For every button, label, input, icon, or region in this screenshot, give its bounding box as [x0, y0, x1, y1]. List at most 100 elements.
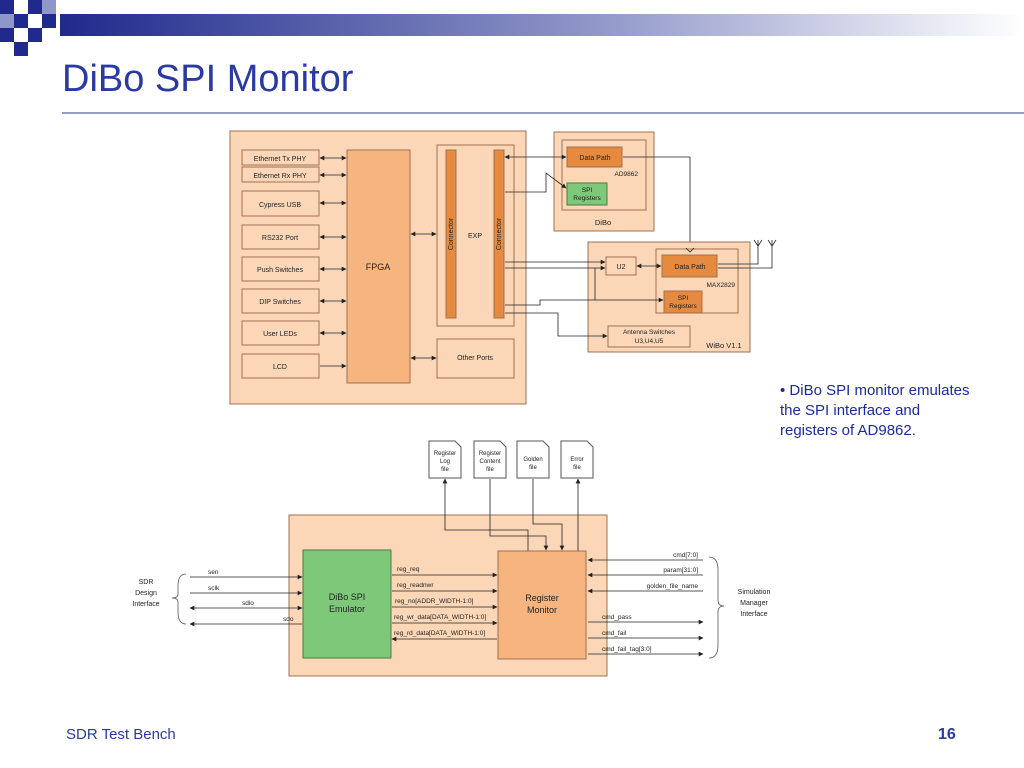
sim-bracket — [708, 556, 725, 659]
dibo-spi-registers — [566, 182, 608, 206]
file-label: Log — [440, 459, 450, 465]
fpga-block — [346, 149, 411, 384]
antenna-label: U3,U4,U5 — [635, 338, 664, 345]
port-box — [241, 149, 320, 166]
file-label: Register — [479, 451, 501, 457]
ad9862-label: AD9862 — [615, 171, 639, 178]
file-icon — [516, 440, 550, 479]
spi-signal-arrows — [189, 574, 303, 627]
wibo-spi-label: SPI — [678, 295, 689, 302]
u2-block — [605, 256, 637, 276]
signal-label: cmd_fail_tag[3:0] — [602, 646, 652, 653]
page-number: 16 — [938, 726, 956, 743]
port-box — [241, 190, 320, 217]
file-icons: Register Log file Register Content file … — [428, 440, 594, 479]
file-label: file — [573, 465, 581, 471]
exp-label: EXP — [468, 233, 482, 240]
monitor-label: Register — [525, 593, 559, 603]
signal-label: sclk — [208, 585, 220, 592]
sim-signal-arrows — [587, 557, 704, 657]
signal-label: reg_wr_data[DATA_WIDTH-1:0] — [394, 614, 486, 621]
sdr-interface-label: SDR — [139, 579, 154, 586]
port-box — [241, 353, 320, 379]
sdr-bracket — [171, 573, 187, 625]
port-box — [241, 224, 320, 250]
wibo-data-path — [661, 254, 718, 278]
connector-right — [493, 149, 505, 319]
header-band — [0, 0, 1024, 56]
file-icon — [473, 440, 507, 479]
signal-label: reg_readnwr — [397, 582, 434, 589]
signal-label: sdio — [242, 600, 254, 607]
port-label: RS232 Port — [262, 235, 298, 242]
signal-label: sdo — [283, 616, 294, 623]
antenna-label: Antenna Switches — [623, 329, 676, 336]
wibo-spi-registers — [663, 290, 703, 314]
port-box — [241, 320, 320, 346]
dibo-data-path — [566, 146, 623, 168]
dibo-spi-label: Registers — [573, 195, 601, 202]
dibo-spi-label: SPI — [582, 187, 593, 194]
file-label: file — [529, 465, 537, 471]
emulator-label: DiBo SPI — [329, 592, 366, 602]
antenna-switches-block — [607, 325, 691, 348]
footer-text: SDR Test Bench — [66, 726, 176, 743]
connector-left — [445, 149, 457, 319]
file-label: Register — [434, 451, 456, 457]
port-label: User LEDs — [263, 331, 297, 338]
file-links — [442, 478, 581, 551]
port-label: LCD — [273, 364, 287, 371]
sim-interface-label: Manager — [740, 600, 768, 607]
port-box — [241, 288, 320, 314]
internal-signal-arrows — [391, 572, 498, 642]
monitor-label: Monitor — [527, 605, 557, 615]
other-ports-block — [436, 338, 515, 379]
signal-label: golden_file_name — [647, 583, 699, 590]
sim-interface-label: Interface — [740, 611, 767, 618]
spi-emulator-block — [302, 549, 392, 659]
wibo-spi-label: Registers — [669, 303, 697, 310]
left-ports: Ethernet Tx PHY Ethernet Rx PHY Cypress … — [241, 149, 320, 379]
port-box — [241, 256, 320, 282]
port-label: Ethernet Rx PHY — [253, 173, 307, 180]
signal-label: sen — [208, 569, 219, 576]
port-box — [241, 166, 320, 183]
connector-label: Connector — [496, 217, 503, 250]
port-label: Push Switches — [257, 267, 303, 274]
wibo-links — [505, 239, 777, 339]
port-arrows — [319, 155, 347, 369]
file-label: Golden — [523, 457, 542, 463]
board-diagram: Ethernet Tx PHY Ethernet Rx PHY Cypress … — [229, 130, 777, 405]
port-label: Cypress USB — [259, 202, 301, 209]
file-label: file — [486, 467, 494, 473]
signal-label: param[31:0] — [663, 567, 698, 574]
spi-monitor-diagram: Register Log file Register Content file … — [132, 440, 771, 677]
port-label: Ethernet Tx PHY — [254, 156, 307, 163]
file-label: file — [441, 467, 449, 473]
emulator-label: Emulator — [329, 604, 365, 614]
port-label: DIP Switches — [259, 299, 301, 306]
other-ports-label: Other Ports — [457, 355, 493, 362]
wibo-data-path-label: Data Path — [674, 264, 705, 271]
page-title: DiBo SPI Monitor — [62, 58, 354, 100]
signal-label: reg_no[ADDR_WIDTH-1:0] — [395, 598, 474, 605]
fpga-label: FPGA — [366, 262, 391, 272]
sim-interface-label: Simulation — [738, 589, 771, 596]
signal-label: reg_rd_data[DATA_WIDTH-1:0] — [394, 630, 485, 637]
file-label: Content — [479, 459, 500, 465]
bullet-text: • DiBo SPI monitor emulates the SPI inte… — [780, 382, 970, 439]
connector-label: Connector — [448, 217, 455, 250]
fpga-link-arrows — [410, 231, 437, 361]
signal-label: cmd_fail — [602, 630, 627, 637]
dibo-data-path-label: Data Path — [579, 155, 610, 162]
signal-label: cmd_pass — [602, 614, 632, 621]
sdr-interface-label: Interface — [132, 601, 159, 608]
wibo-label: WiBo V1.1 — [706, 341, 741, 350]
file-icon — [560, 440, 594, 479]
sdr-interface-label: Design — [135, 590, 157, 597]
max2829-label: MAX2829 — [706, 282, 735, 289]
signal-label: cmd[7:0] — [673, 552, 698, 559]
u2-label: U2 — [617, 264, 626, 271]
dibo-label: DiBo — [595, 218, 611, 227]
